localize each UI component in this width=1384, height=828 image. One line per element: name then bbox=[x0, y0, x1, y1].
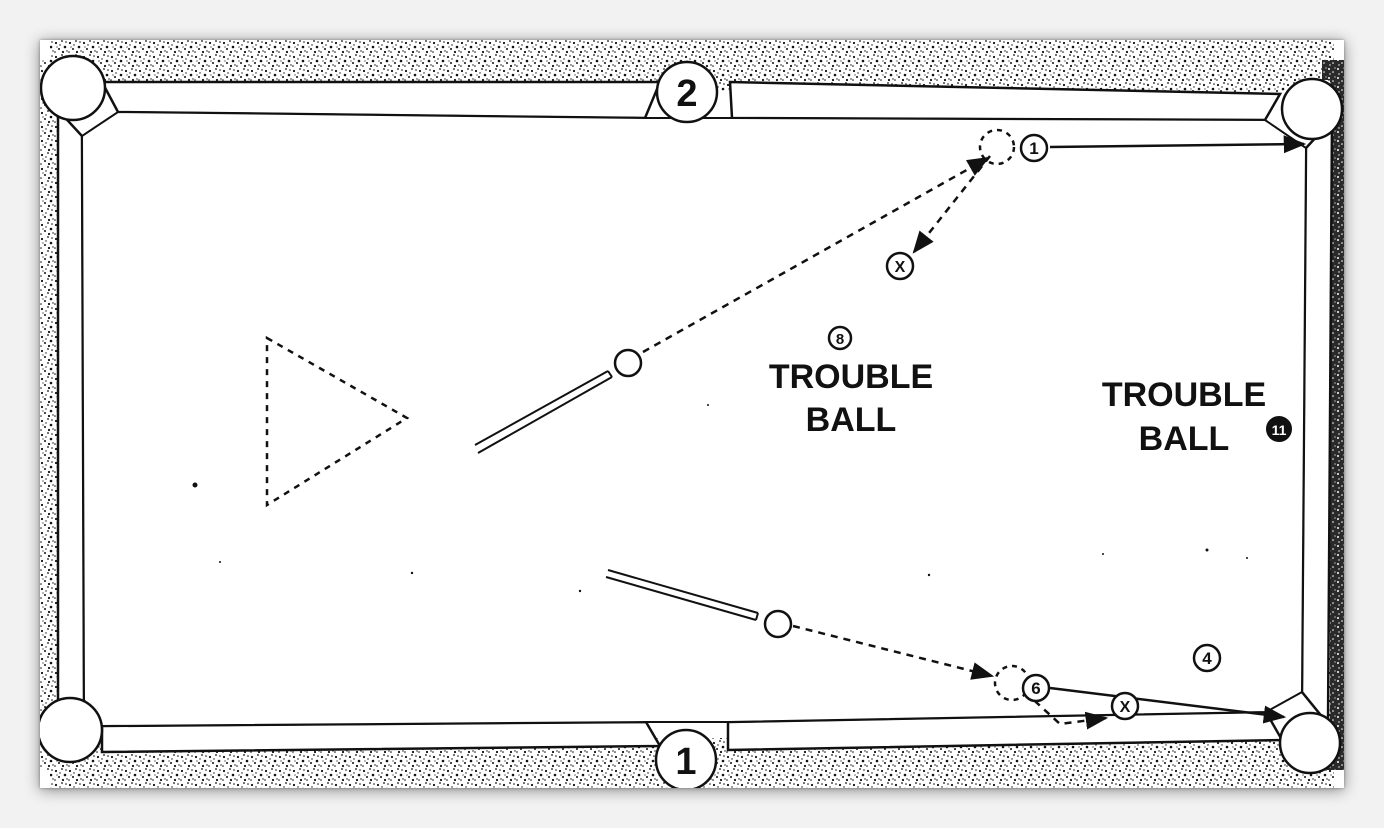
label-trouble-ball-center: TROUBLE BALL bbox=[769, 358, 933, 439]
side-pocket-bottom-label: 1 bbox=[675, 741, 696, 783]
label-trouble-center-line2: BALL bbox=[806, 401, 897, 439]
cue-ball-upper bbox=[613, 348, 643, 378]
ball-x-upper: X bbox=[885, 251, 915, 281]
playing-field bbox=[80, 110, 1308, 728]
cushions bbox=[56, 80, 1334, 754]
ball-8-number: 8 bbox=[836, 331, 844, 348]
pool-table-diagram: 2 1 1 X 8 bbox=[40, 40, 1344, 788]
ball-1: 1 bbox=[1019, 133, 1049, 163]
pocket-top-left bbox=[40, 54, 107, 122]
ball-6-number: 6 bbox=[1031, 679, 1040, 698]
diagram-frame: 2 1 1 X 8 bbox=[40, 40, 1344, 788]
label-trouble-right-line2: BALL bbox=[1139, 420, 1230, 458]
ball-1-number: 1 bbox=[1029, 139, 1038, 158]
pockets bbox=[40, 54, 1344, 775]
cue-stick-lower bbox=[605, 569, 759, 621]
ball-x-upper-mark: X bbox=[895, 259, 906, 276]
label-trouble-right-line1: TROUBLE bbox=[1102, 376, 1266, 414]
shot-path-upper bbox=[642, 128, 1307, 354]
pocket-bottom-right bbox=[1278, 711, 1342, 775]
ball-11-number: 11 bbox=[1272, 422, 1287, 438]
ball-11: 11 bbox=[1266, 416, 1292, 442]
pocket-top-right bbox=[1280, 77, 1344, 141]
cue-ball-lower bbox=[763, 609, 793, 639]
ball-x-lower-mark: X bbox=[1120, 699, 1131, 716]
cue-stick-upper bbox=[474, 370, 613, 454]
felt-specks bbox=[192, 404, 1248, 593]
label-trouble-center-line1: TROUBLE bbox=[769, 358, 933, 396]
side-pocket-top: 2 bbox=[655, 60, 719, 124]
side-pocket-top-label: 2 bbox=[676, 73, 697, 115]
side-pocket-bottom: 1 bbox=[654, 728, 718, 788]
pocket-bottom-left bbox=[40, 696, 104, 764]
ball-4-number: 4 bbox=[1202, 649, 1212, 668]
ghost-ball-upper bbox=[978, 128, 1016, 166]
ball-8: 8 bbox=[827, 325, 853, 351]
rack-triangle bbox=[265, 335, 410, 508]
ball-4: 4 bbox=[1192, 643, 1222, 673]
ball-x-lower: X bbox=[1110, 691, 1140, 721]
label-trouble-ball-right: TROUBLE BALL bbox=[1102, 376, 1266, 458]
ball-6: 6 bbox=[1021, 673, 1051, 703]
